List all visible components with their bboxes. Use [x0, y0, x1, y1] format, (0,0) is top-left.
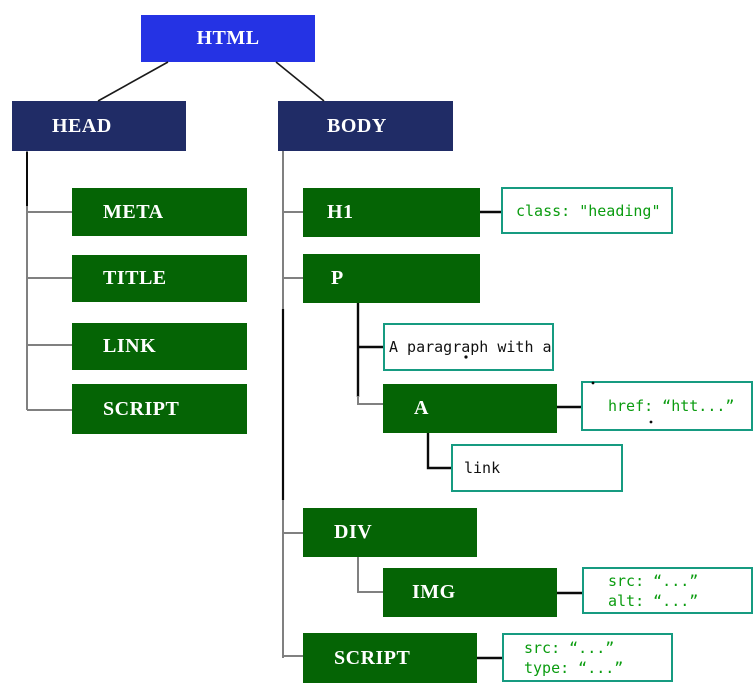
node-script-body: SCRIPT [303, 633, 477, 683]
annotation-p-text-line: A paragraph with a [389, 338, 552, 356]
node-body: BODY [278, 101, 453, 151]
node-a: A [383, 384, 557, 433]
annotation-script-src: src: “...” [524, 638, 615, 657]
node-head: HEAD [12, 101, 186, 151]
annotation-a-link-line: link [464, 459, 501, 477]
node-p: P [303, 254, 480, 303]
node-h1: H1 [303, 188, 480, 237]
annotation-a-href: href: “htt...” [581, 381, 753, 431]
annotation-img-attrs: src: “...” alt: “...” [582, 567, 753, 614]
node-img: IMG [383, 568, 557, 617]
node-html: HTML [141, 15, 315, 62]
node-div: DIV [303, 508, 477, 557]
annotation-h1-class: class: "heading" [501, 187, 673, 234]
annotation-p-text: A paragraph with a [383, 323, 554, 371]
annotation-h1-class-text: class: "heading" [516, 201, 661, 220]
edge-a-link [426, 433, 451, 470]
node-link: LINK [72, 323, 247, 370]
annotation-script-type: type: “...” [524, 658, 624, 677]
edge-html-body [275, 61, 325, 102]
annotation-a-link-text: link [451, 444, 623, 492]
node-meta: META [72, 188, 247, 236]
annotation-img-src: src: “...” [608, 571, 699, 590]
annotation-a-href-text: href: “htt...” [608, 397, 735, 415]
edge-div-img [357, 557, 383, 593]
edge-p-a [357, 396, 383, 405]
node-script-head: SCRIPT [72, 384, 247, 434]
edge-html-head [97, 61, 169, 102]
node-title: TITLE [72, 255, 247, 302]
annotation-img-alt: alt: “...” [608, 591, 699, 610]
annotation-script-attrs: src: “...” type: “...” [502, 633, 673, 682]
